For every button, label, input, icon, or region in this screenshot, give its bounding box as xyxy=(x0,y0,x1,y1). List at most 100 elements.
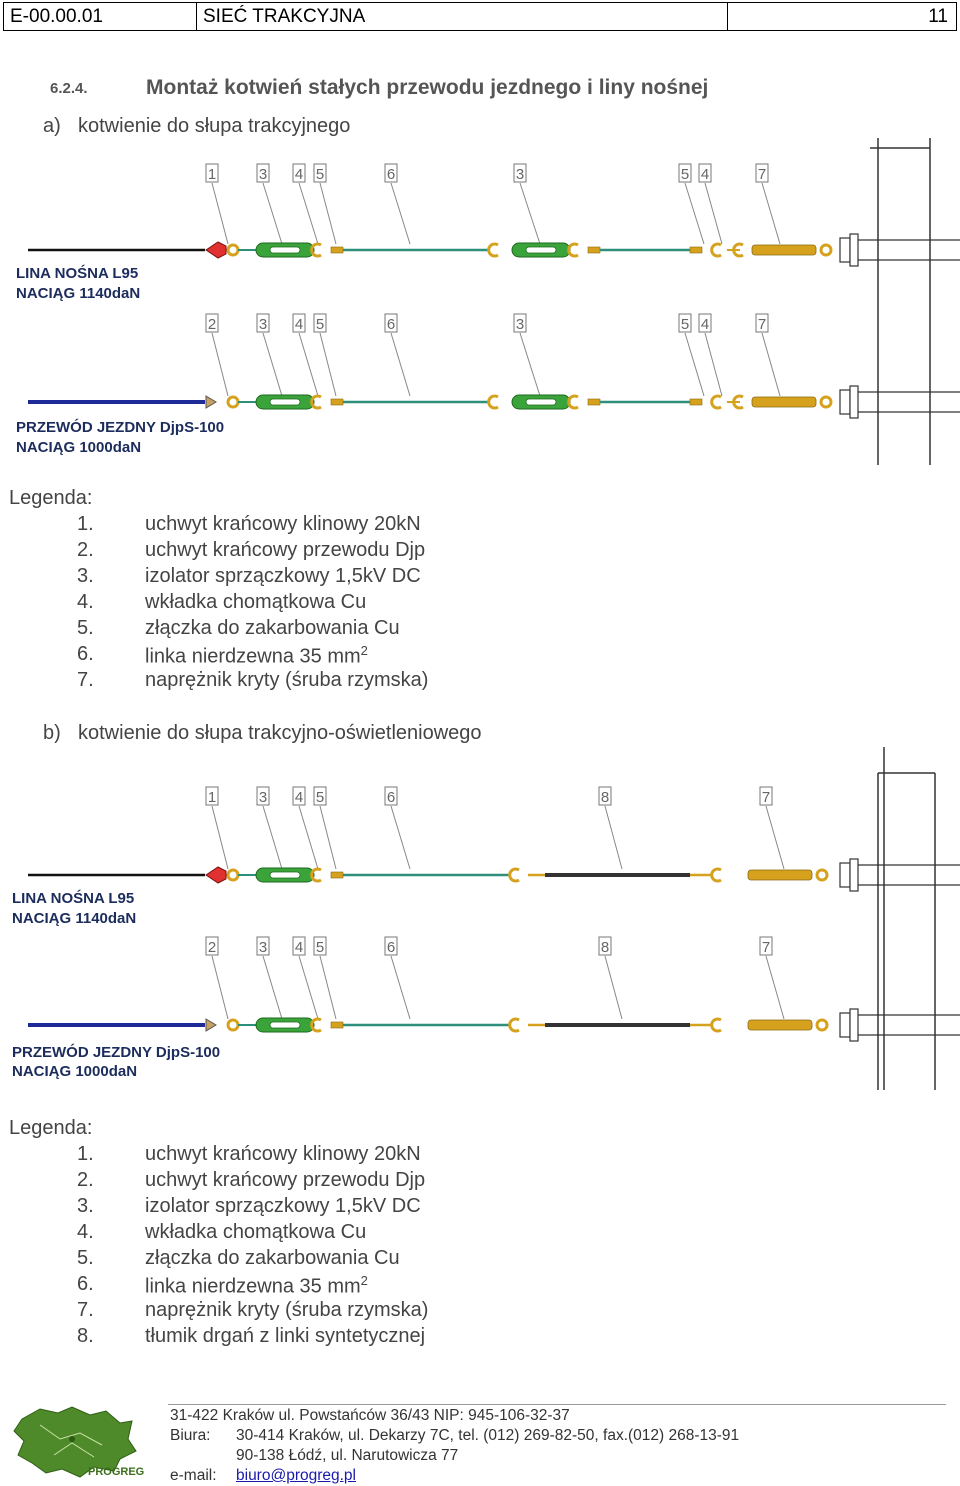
ferrule xyxy=(330,1021,344,1029)
tag-box xyxy=(678,163,692,183)
tag-box xyxy=(205,936,219,956)
leader-line xyxy=(262,182,283,245)
tag-box xyxy=(384,163,398,183)
tag-number: 6 xyxy=(387,939,395,956)
thimble xyxy=(487,394,499,410)
row-label-line1: PRZEWÓD JEZDNY DjpS-100 xyxy=(12,1043,220,1061)
part-a-label: a) xyxy=(43,115,61,137)
bracket-plate xyxy=(849,1008,859,1042)
leader-line xyxy=(390,955,411,1020)
logo-text: PROGREG xyxy=(88,1466,144,1478)
leader-line xyxy=(319,182,337,245)
leader-line xyxy=(761,332,781,397)
leader-line xyxy=(684,332,705,397)
turnbuckle-eye xyxy=(815,1018,829,1032)
thimble xyxy=(710,867,722,883)
row-label-line1: LINA NOŚNA L95 xyxy=(12,889,134,907)
tag-number: 4 xyxy=(295,166,303,183)
leader-line xyxy=(211,955,229,1020)
leader-line xyxy=(604,955,623,1020)
bracket xyxy=(839,862,851,888)
tag-box xyxy=(256,163,270,183)
bracket-plate xyxy=(849,385,859,419)
tag-box xyxy=(256,313,270,333)
insulator-slot xyxy=(525,398,557,406)
leader-line xyxy=(390,332,411,397)
leader-line xyxy=(604,805,623,870)
leader-line xyxy=(765,955,785,1020)
bracket xyxy=(839,389,851,415)
insulator-slot xyxy=(269,398,301,406)
tag-number: 3 xyxy=(516,166,524,183)
leader-line xyxy=(211,182,229,245)
tag-box xyxy=(384,786,398,806)
tag-number: 4 xyxy=(295,316,303,333)
tag-number: 7 xyxy=(758,316,766,333)
footer-biura-label: Biura: xyxy=(170,1427,211,1444)
tag-number: 4 xyxy=(701,166,709,183)
turnbuckle xyxy=(747,1019,813,1031)
bracket-plate xyxy=(849,233,859,267)
tag-number: 3 xyxy=(259,166,267,183)
turnbuckle-eye xyxy=(819,395,833,409)
thimble xyxy=(310,394,322,410)
tag-number: 7 xyxy=(762,939,770,956)
thimble xyxy=(732,394,744,410)
leader-line xyxy=(298,332,319,397)
leader-line xyxy=(390,805,411,870)
tag-box xyxy=(256,936,270,956)
tag-number: 4 xyxy=(295,939,303,956)
ferrule xyxy=(330,246,344,254)
tag-box xyxy=(598,936,612,956)
row-label-line1: LINA NOŚNA L95 xyxy=(16,264,138,282)
insulator-slot xyxy=(269,1021,301,1029)
tag-box xyxy=(313,163,327,183)
tag-box xyxy=(205,313,219,333)
clamp-eye xyxy=(226,868,240,882)
thimble xyxy=(487,242,499,258)
leader-line xyxy=(298,955,319,1020)
end-clamp xyxy=(205,866,227,884)
tag-box xyxy=(384,313,398,333)
end-clamp xyxy=(205,241,227,259)
tag-number: 5 xyxy=(316,789,324,806)
footer-email-link[interactable]: biuro@progreg.pl xyxy=(236,1467,356,1484)
row-label-line2: NACIĄG 1000daN xyxy=(12,1063,137,1080)
tag-number: 1 xyxy=(208,789,216,806)
tag-box xyxy=(384,936,398,956)
ferrule xyxy=(587,246,601,254)
bracket xyxy=(839,237,851,263)
leader-line xyxy=(262,332,283,397)
leader-line xyxy=(761,182,781,245)
bracket xyxy=(839,1012,851,1038)
turnbuckle-eye xyxy=(819,243,833,257)
footer-email-label: e-mail: xyxy=(170,1467,217,1484)
clamp-eye xyxy=(226,395,240,409)
doc-code: E-00.00.01 xyxy=(3,2,197,31)
tag-number: 7 xyxy=(762,789,770,806)
bracket-plate xyxy=(849,858,859,892)
tag-number: 7 xyxy=(758,166,766,183)
tag-number: 5 xyxy=(316,166,324,183)
footer-divider xyxy=(168,1404,946,1405)
tag-box xyxy=(292,936,306,956)
tag-box xyxy=(513,313,527,333)
tag-number: 6 xyxy=(387,789,395,806)
tag-box xyxy=(759,936,773,956)
thimble xyxy=(508,867,520,883)
leader-line xyxy=(319,805,337,870)
section-title: Montaż kotwień stałych przewodu jezdnego… xyxy=(146,76,709,99)
leader-line xyxy=(704,182,723,245)
thimble xyxy=(310,1017,322,1033)
tag-box xyxy=(759,786,773,806)
end-clamp xyxy=(205,1018,217,1032)
tag-box xyxy=(598,786,612,806)
leader-line xyxy=(211,805,229,870)
ferrule xyxy=(330,871,344,879)
tag-box xyxy=(205,163,219,183)
tag-number: 5 xyxy=(316,316,324,333)
leader-line xyxy=(390,182,411,245)
tag-box xyxy=(292,163,306,183)
part-b-label: b) xyxy=(43,722,61,744)
